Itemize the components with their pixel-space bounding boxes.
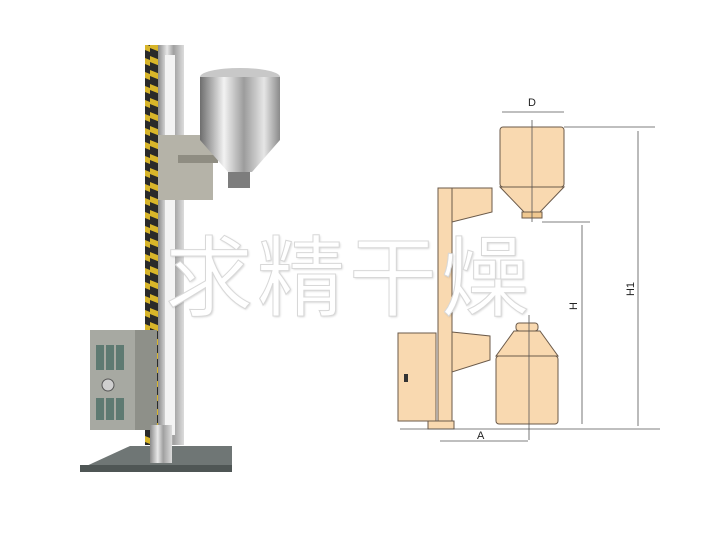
dimension-label-h: H (567, 302, 580, 310)
dimension-label-h1: H1 (625, 281, 638, 297)
machine-photo (80, 45, 280, 472)
dimension-label-a: A (477, 430, 485, 442)
watermark-text: 求精干燥 (164, 227, 534, 331)
dimension-label-d: D (528, 97, 536, 109)
